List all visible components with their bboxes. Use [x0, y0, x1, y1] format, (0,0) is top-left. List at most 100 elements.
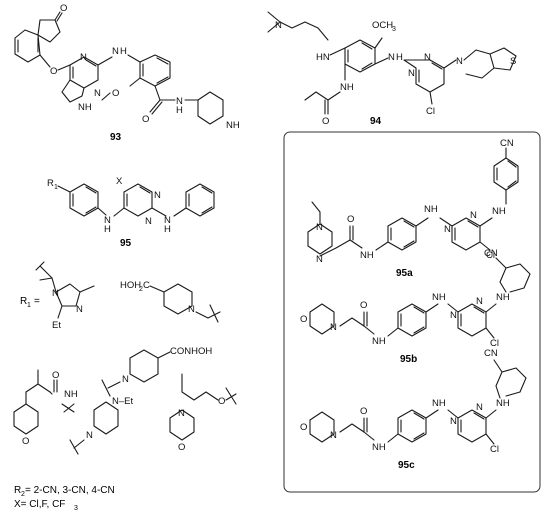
- atom-r1-sub-95: 1: [54, 184, 58, 191]
- compound-label-95: 95: [120, 238, 132, 249]
- x-values-sub: 3: [74, 505, 78, 512]
- atom-hoh2c: HOH: [120, 280, 141, 291]
- atom-o-propoxy: O: [218, 396, 225, 407]
- atom-n-95a-2: N: [316, 254, 323, 265]
- atom-n-95d: N: [164, 215, 171, 226]
- atom-o-ether-93: O: [50, 66, 57, 77]
- atom-h-93: H: [120, 46, 127, 57]
- atom-och3-sub-94: 3: [392, 26, 396, 33]
- atom-hoh2c-sub: 2: [139, 286, 143, 293]
- atom-n-95c-2: N: [450, 416, 457, 427]
- atom-n-95b-2: N: [450, 310, 457, 321]
- atom-nh-95b-3: NH: [496, 292, 510, 303]
- atom-o-morpholine-b: O: [178, 442, 185, 453]
- atom-nh-95a-3: NH: [492, 206, 506, 217]
- x-values: X= Cl,F, CF: [14, 499, 65, 510]
- atom-nh-93: NH: [78, 102, 92, 113]
- atom-r1-95: R: [47, 178, 54, 189]
- atom-o-morpholine-a: O: [22, 436, 29, 447]
- atom-nh-95a-2: NH: [424, 204, 438, 215]
- atom-n-piperidine-r1: N: [188, 304, 195, 315]
- atom-nh-95c-1: NH: [372, 442, 386, 453]
- compound-label-95b: 95b: [400, 354, 417, 365]
- r1-label: R: [20, 296, 27, 307]
- compound-label-95a: 95a: [396, 268, 413, 279]
- structure-94: N HN OCH 3 N H NH O N N Cl N S 94: [267, 11, 517, 127]
- atom-o-morpholine-95c: O: [300, 422, 307, 433]
- atom-och3-94: OCH: [372, 20, 393, 31]
- structure-95a: N N O NH NH N N Cl NH CN 95a: [307, 138, 519, 279]
- atom-cl-95c: Cl: [490, 444, 499, 455]
- r1-definitions: R 1 = N N Et HOH 2 C N CONHOH N O NH O: [13, 261, 237, 512]
- atom-conhoh: CONHOH: [170, 346, 212, 357]
- atom-n-imidazole-a: N: [52, 288, 59, 299]
- atom-nh-95c-3: NH: [496, 398, 510, 409]
- atom-n-et-piperazine: N–Et: [112, 396, 133, 407]
- atom-o-amide-94: O: [322, 116, 329, 127]
- atom-et-imidazole: Et: [52, 320, 61, 331]
- structure-93: O O N N NH N H O O N H NH 93: [14, 3, 240, 143]
- r1-equals: =: [34, 296, 40, 307]
- atom-n-95b-1: N: [330, 322, 337, 333]
- atom-o-95b: O: [360, 300, 367, 311]
- atom-n-95a-4: N: [470, 210, 477, 221]
- atom-n-94d: N: [456, 56, 463, 67]
- atom-n-95c-1: N: [330, 430, 337, 441]
- atom-o-amide-r1: O: [52, 370, 59, 381]
- structure-95: R 1 N H X N N N H 95: [47, 176, 215, 249]
- atom-nh-95a-1: NH: [360, 250, 374, 261]
- atom-nh-95c-2: NH: [432, 398, 446, 409]
- atom-cn-95a: CN: [500, 138, 514, 149]
- atom-n-imidazole-b: N: [76, 304, 83, 315]
- atom-cn-95c: CN: [484, 348, 498, 359]
- atom-nh-piperidine-93: NH: [226, 120, 240, 131]
- atom-n-95b-3: N: [476, 296, 483, 307]
- atom-h-95a: H: [104, 224, 111, 235]
- r2-values: = 2-CN, 3-CN, 4-CN: [25, 485, 115, 496]
- atom-n-piperazine: N: [86, 430, 93, 441]
- atom-n-93c: N: [112, 46, 119, 57]
- atom-hn-94: HN: [316, 52, 330, 63]
- atom-o-methoxy-93: O: [112, 88, 119, 99]
- atom-cn-95b: CN: [484, 248, 498, 259]
- atom-o-95c: O: [360, 406, 367, 417]
- atom-nh-94: NH: [340, 82, 354, 93]
- atom-hoh2c-end: C: [143, 280, 150, 291]
- atom-cl-94: Cl: [426, 106, 435, 117]
- atom-nh-95b-2: NH: [432, 292, 446, 303]
- structure-95c: O N O NH NH N N Cl NH CN 95c: [300, 348, 527, 471]
- compound-label-94: 94: [370, 116, 382, 127]
- atom-n-morpholine-b: N: [178, 408, 185, 419]
- atom-h-95d: H: [164, 224, 171, 235]
- atom-n-95c-3: N: [476, 402, 483, 413]
- r2-label: R: [14, 485, 21, 496]
- atom-n-hydroxamic: N: [122, 374, 129, 385]
- atom-n-94c: N: [424, 52, 431, 63]
- structure-95b: O N O NH NH N N Cl NH CN 95b: [300, 248, 531, 365]
- atom-o-morpholine-95b: O: [300, 314, 307, 325]
- atom-n-94b: N: [408, 68, 415, 79]
- atom-s-94: S: [510, 56, 516, 67]
- atom-n-94a: N: [388, 52, 395, 63]
- r2-label-sub: 2: [21, 491, 25, 498]
- atom-o-amide-93: O: [142, 114, 149, 125]
- atom-n-dimethyl-94: N: [275, 20, 282, 31]
- atom-n-95c: N: [154, 190, 161, 201]
- atom-n-95a-3: N: [444, 224, 451, 235]
- atom-n-93b: N: [94, 88, 101, 99]
- atom-o-95a: O: [347, 214, 354, 225]
- atom-cl-95b: Cl: [490, 338, 499, 349]
- highlight-box-95abc: [283, 131, 541, 493]
- atom-nh-95b-1: NH: [372, 336, 386, 347]
- atom-h-amide-93: H: [176, 105, 183, 116]
- atom-nh-amide-r1: NH: [64, 389, 78, 400]
- atom-n-95a: N: [104, 215, 111, 226]
- atom-o-ketone: O: [60, 3, 67, 14]
- atom-h-94a: H: [396, 52, 403, 63]
- atom-cl-95a: Cl: [486, 250, 495, 261]
- atom-n-95a-1: N: [316, 222, 323, 233]
- atom-n-95b: N: [145, 216, 152, 227]
- compound-label-95c: 95c: [398, 460, 415, 471]
- compound-label-93: 93: [110, 132, 122, 143]
